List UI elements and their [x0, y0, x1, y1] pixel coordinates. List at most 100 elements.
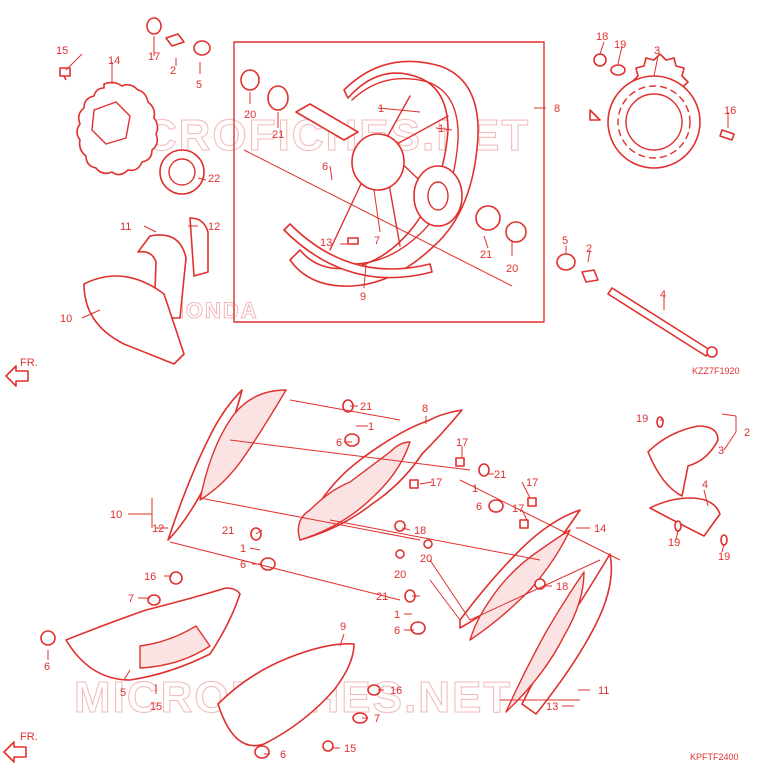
callout-b6d: 6 — [394, 625, 400, 637]
callout-t3: 3 — [654, 45, 660, 57]
bolt-15b — [322, 740, 334, 752]
sprocket-washer — [610, 64, 626, 76]
screw-19b — [674, 520, 682, 532]
callout-t11: 11 — [120, 221, 131, 233]
grommet-6a — [344, 433, 360, 447]
front-direction-label-bottom: FR. — [20, 731, 38, 743]
disc-hub-flange — [159, 149, 205, 195]
callout-b1d: 1 — [394, 609, 400, 621]
callout-b17d: 17 — [512, 503, 524, 515]
callout-leaders-top — [65, 36, 729, 319]
front-direction-label: FR. — [20, 357, 38, 369]
callout-b20b: 20 — [420, 553, 432, 565]
hub-bore — [427, 181, 449, 211]
collar-7a — [147, 594, 161, 606]
callout-b16a: 16 — [144, 571, 156, 583]
callout-t16: 16 — [724, 105, 736, 117]
assembly-guides-bottom — [169, 399, 621, 701]
callout-b7a: 7 — [128, 593, 134, 605]
center-cover-inner — [297, 441, 411, 541]
callout-b17b: 17 — [430, 477, 442, 489]
callout-t5: 5 — [196, 79, 202, 91]
callout-b2: 2 — [744, 427, 750, 439]
callout-b16b: 16 — [390, 685, 402, 697]
grommet-6d — [410, 621, 426, 635]
callout-b6b: 6 — [476, 501, 482, 513]
bearing-right — [475, 205, 501, 231]
screw-20b — [423, 539, 433, 549]
callout-t22: 22 — [208, 173, 220, 185]
watermark-brand: HONDA — [168, 298, 259, 323]
fasteners — [40, 399, 728, 759]
callout-b18b: 18 — [556, 581, 568, 593]
side-cover-10 — [199, 389, 287, 501]
callout-t9: 9 — [360, 291, 366, 303]
side-cover-14-inner — [469, 529, 571, 641]
callout-b21d: 21 — [376, 591, 388, 603]
sprocket-holes — [617, 85, 691, 159]
clip-17b — [409, 479, 419, 489]
front-direction-arrow-bottom-icon — [3, 741, 27, 763]
callout-b1a: 1 — [368, 421, 374, 433]
callout-b11: 11 — [598, 685, 609, 697]
callout-b19a: 19 — [636, 413, 648, 425]
nut-17 — [146, 17, 162, 35]
axle-plate — [581, 269, 599, 283]
wheel-rim — [289, 60, 479, 287]
callout-b6a: 6 — [336, 437, 342, 449]
sprocket-nut — [593, 53, 607, 67]
chain-slider — [83, 275, 185, 365]
wheel-hub-left — [351, 133, 405, 191]
clip-17c — [527, 497, 537, 507]
rim-band — [283, 223, 433, 279]
front-direction-arrow-icon — [5, 365, 29, 387]
dust-seal-left — [240, 69, 260, 91]
callout-b15a: 15 — [150, 701, 162, 713]
callout-b7b: 7 — [374, 713, 380, 725]
callout-b6c: 6 — [240, 559, 246, 571]
bolt-16a — [169, 571, 183, 585]
callout-t21: 21 — [272, 129, 284, 141]
sprocket-bolt — [719, 129, 735, 141]
callout-b21c: 21 — [222, 525, 234, 537]
diagram-code-bottom: KPFTF2400 — [690, 752, 739, 762]
callout-b3: 3 — [718, 445, 724, 457]
callout-b17a: 17 — [456, 437, 468, 449]
callout-t20b: 20 — [506, 263, 518, 275]
callout-t4: 4 — [660, 289, 666, 301]
chain-guide-plate — [189, 217, 209, 277]
wheel-assembly-frame — [233, 41, 545, 323]
callout-leaders-bottom — [47, 405, 737, 755]
lower-cover-5 — [65, 587, 241, 681]
callout-b10: 10 — [110, 509, 122, 521]
side-cover-12 — [167, 389, 243, 541]
dust-seal-right — [505, 221, 527, 243]
cover-panels-diagram: FR. KPFTF2400 10 12 21 1 6 8 17 17 21 1 … — [3, 389, 750, 763]
axle-nut — [706, 346, 718, 358]
callout-b19c: 19 — [718, 551, 730, 563]
disc-hub-bore — [168, 158, 196, 186]
plate-2 — [165, 33, 185, 47]
callout-t12: 12 — [208, 221, 220, 233]
distance-collar — [295, 103, 359, 141]
rear-wheel-diagram: FR. KZZ7F1920 1 1 2 2 3 4 5 5 6 7 8 9 10… — [5, 17, 740, 387]
callout-b1b: 1 — [472, 483, 478, 495]
side-cover-13 — [505, 571, 585, 713]
chain-cover-3 — [647, 425, 719, 497]
clip-17d — [519, 519, 529, 529]
lower-cover-9 — [217, 642, 355, 747]
wheel-hub-right — [413, 165, 463, 227]
callout-b8: 8 — [422, 403, 428, 415]
callout-t5b: 5 — [562, 235, 568, 247]
callout-t21b: 21 — [480, 249, 492, 261]
lower-cover-5-inset — [139, 625, 211, 669]
callout-b19b: 19 — [668, 537, 680, 549]
grommet-6c — [488, 499, 504, 513]
callout-t14: 14 — [108, 55, 120, 67]
callout-b18a: 18 — [414, 525, 426, 537]
rear-axle — [607, 287, 711, 357]
callout-b6e: 6 — [44, 661, 50, 673]
callout-b20a: 20 — [394, 569, 406, 581]
disc-bolt — [59, 67, 71, 81]
